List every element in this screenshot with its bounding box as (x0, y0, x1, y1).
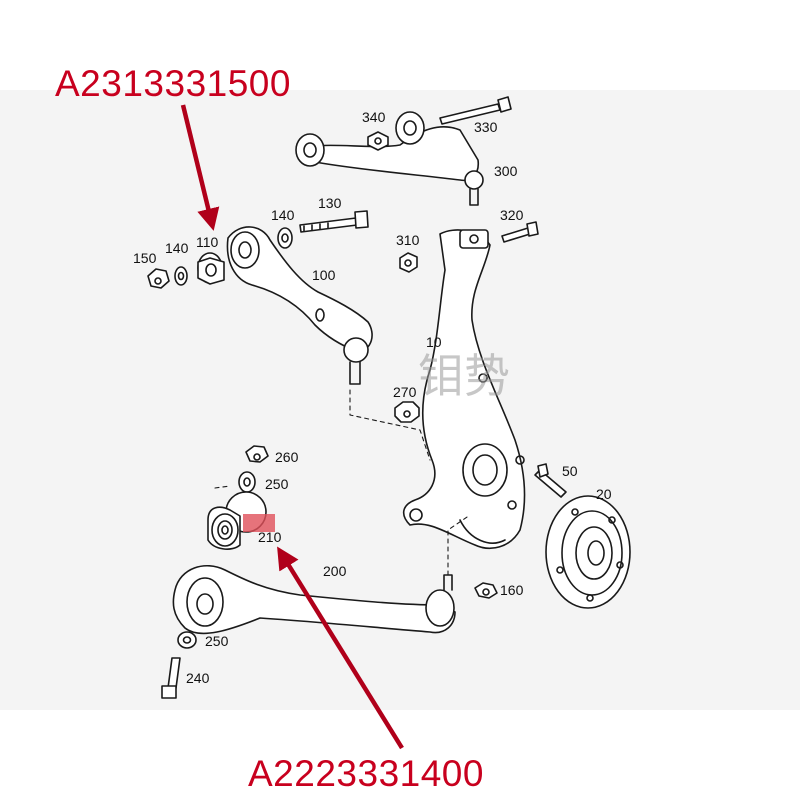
arrow-to-210 (277, 546, 404, 750)
washer-140-top (277, 227, 293, 249)
callout-210: 210 (258, 529, 282, 545)
washer-250-top (238, 471, 256, 493)
callout-160: 160 (500, 582, 524, 598)
upper-control-arm (295, 111, 484, 206)
wheel-hub-20 (545, 495, 631, 609)
steering-knuckle (402, 229, 526, 549)
callout-340: 340 (362, 109, 386, 125)
lower-control-arm-200 (172, 565, 456, 635)
nut-150 (147, 268, 170, 289)
callout-300: 300 (494, 163, 518, 179)
callout-310: 310 (396, 232, 420, 248)
bolt-320 (501, 221, 539, 243)
callout-50: 50 (562, 463, 578, 479)
callout-330: 330 (474, 119, 498, 135)
callout-150: 150 (133, 250, 157, 266)
control-arm-100 (226, 226, 373, 385)
highlight-marker (243, 514, 275, 532)
nut-310 (399, 252, 418, 273)
nut-160 (474, 582, 498, 599)
bolt-330 (439, 96, 512, 125)
callout-10: 10 (426, 334, 442, 350)
nut-340 (367, 131, 389, 151)
callout-250-bottom: 250 (205, 633, 229, 649)
bolt-240 (161, 657, 181, 699)
callout-270: 270 (393, 384, 417, 400)
callout-250-top: 250 (265, 476, 289, 492)
callout-100: 100 (312, 267, 336, 283)
washer-140-left (174, 266, 188, 286)
part-number-bottom: A2223331400 (248, 753, 484, 794)
arrow-to-110 (180, 104, 220, 231)
bolt-130 (299, 210, 369, 233)
flange-nut-270 (394, 401, 420, 423)
bolt-50 (534, 463, 567, 498)
callout-260: 260 (275, 449, 299, 465)
watermark: 钼势 (418, 349, 510, 403)
callout-110: 110 (196, 234, 219, 250)
callout-140-left: 140 (165, 240, 189, 256)
callout-320: 320 (500, 207, 524, 223)
callout-140-top: 140 (271, 207, 295, 223)
nut-260 (245, 445, 269, 463)
part-number-top: A2313331500 (55, 63, 291, 104)
callout-200: 200 (323, 563, 347, 579)
callout-130: 130 (318, 195, 342, 211)
callout-240: 240 (186, 670, 210, 686)
callout-20: 20 (596, 486, 612, 502)
bushing-110 (197, 252, 225, 285)
washer-250-bottom (177, 631, 197, 649)
